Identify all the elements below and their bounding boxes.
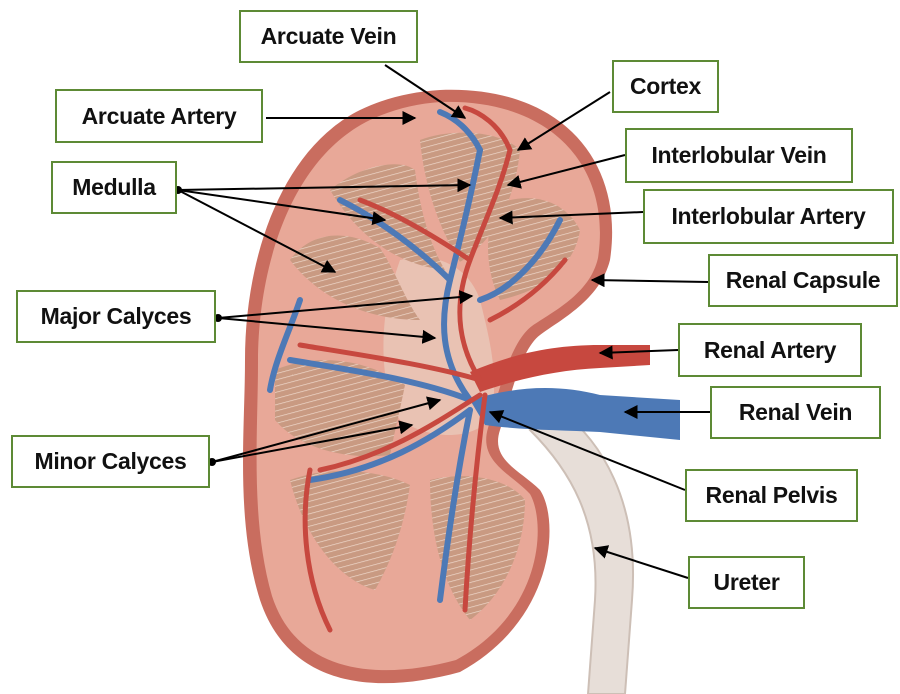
- label-renal-pelvis: Renal Pelvis: [685, 469, 858, 522]
- label-interlobular-artery: Interlobular Artery: [643, 189, 894, 244]
- label-renal-capsule: Renal Capsule: [708, 254, 898, 307]
- label-cortex: Cortex: [612, 60, 719, 113]
- label-arcuate-vein: Arcuate Vein: [239, 10, 418, 63]
- label-renal-artery: Renal Artery: [678, 323, 862, 377]
- label-minor-calyces: Minor Calyces: [11, 435, 210, 488]
- label-ureter: Ureter: [688, 556, 805, 609]
- label-renal-vein: Renal Vein: [710, 386, 881, 439]
- label-interlobular-vein: Interlobular Vein: [625, 128, 853, 183]
- label-major-calyces: Major Calyces: [16, 290, 216, 343]
- label-arcuate-artery: Arcuate Artery: [55, 89, 263, 143]
- label-medulla: Medulla: [51, 161, 177, 214]
